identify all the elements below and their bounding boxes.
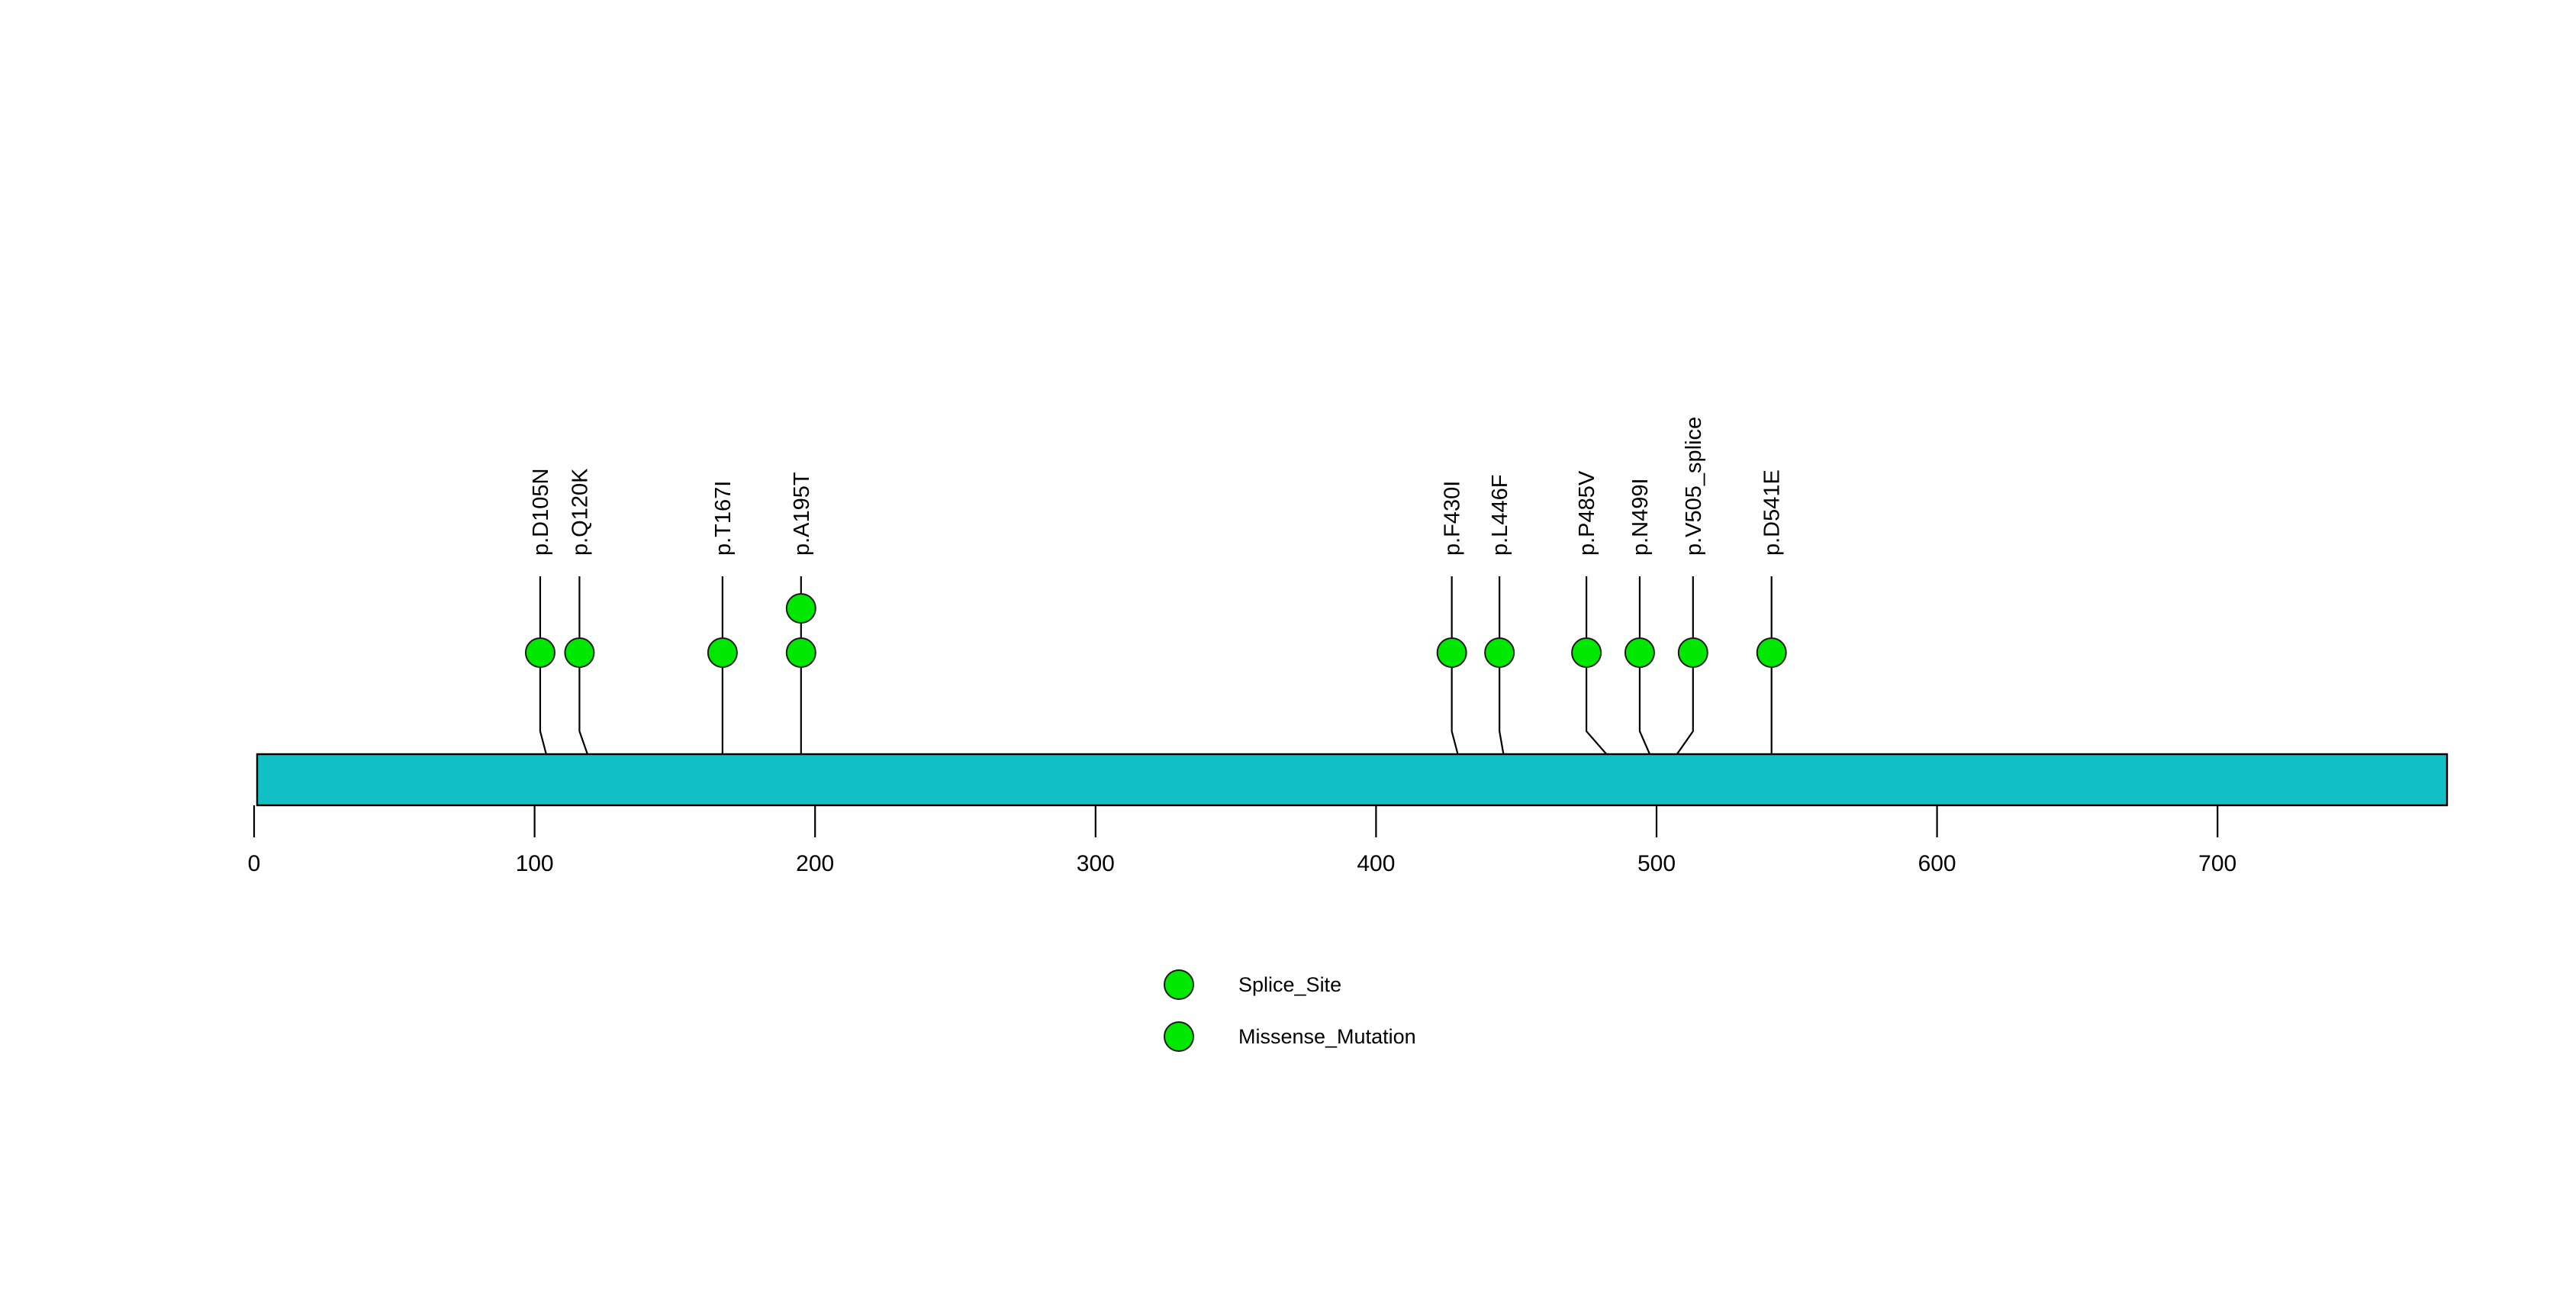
lollipop-marker[interactable] — [1484, 637, 1515, 668]
legend-label: Splice_Site — [1238, 973, 1341, 996]
legend-swatch-1[interactable] — [1164, 969, 1194, 1000]
lollipop-marker[interactable] — [1756, 637, 1787, 668]
mutation-label: p.D541E — [1760, 469, 1785, 556]
mutation-label: p.Q120K — [568, 468, 592, 556]
axis-tick-label: 600 — [1918, 851, 1956, 876]
axis-tick-label: 200 — [796, 851, 834, 876]
lollipop-marker[interactable] — [1677, 637, 1708, 668]
axis-tick-label: 700 — [2198, 851, 2236, 876]
legend-swatch-2[interactable] — [1164, 1021, 1194, 1052]
legend-label: Missense_Mutation — [1238, 1025, 1416, 1048]
protein-bar — [256, 753, 2449, 807]
lollipop-marker[interactable] — [785, 637, 816, 668]
lollipop-markers-layer — [524, 593, 1787, 668]
axis-tick-label: 0 — [248, 851, 261, 876]
mutation-label: p.D105N — [529, 469, 553, 556]
mutation-label: p.N499I — [1628, 478, 1653, 556]
axis-ticks-layer: 0 100 200 300 400 500 600 700 — [248, 805, 2236, 876]
protein-domain-bar — [256, 753, 2449, 807]
mutation-label: p.P485V — [1575, 470, 1599, 556]
lollipop-marker[interactable] — [707, 637, 738, 668]
mutation-labels-layer: p.D105N p.Q120K p.T167I p.A195T p.F430I p.L44… — [529, 417, 1785, 556]
mutation-label: p.T167I — [711, 481, 736, 556]
lollipop-marker[interactable] — [1571, 637, 1602, 668]
mutation-label: p.L446F — [1488, 475, 1512, 556]
mutation-label: p.V505_splice — [1682, 417, 1706, 556]
mutation-label: p.A195T — [790, 472, 814, 556]
lollipop-marker[interactable] — [1436, 637, 1467, 668]
axis-tick-label: 300 — [1077, 851, 1115, 876]
mutation-label: p.F430I — [1441, 481, 1465, 556]
axis-tick-label: 100 — [516, 851, 554, 876]
lollipop-marker[interactable] — [1624, 637, 1655, 668]
lollipop-marker[interactable] — [785, 593, 816, 624]
axis-tick-label: 500 — [1637, 851, 1676, 876]
lollipop-marker[interactable] — [564, 637, 595, 668]
axis-tick-label: 400 — [1357, 851, 1395, 876]
lollipop-marker[interactable] — [524, 637, 555, 668]
